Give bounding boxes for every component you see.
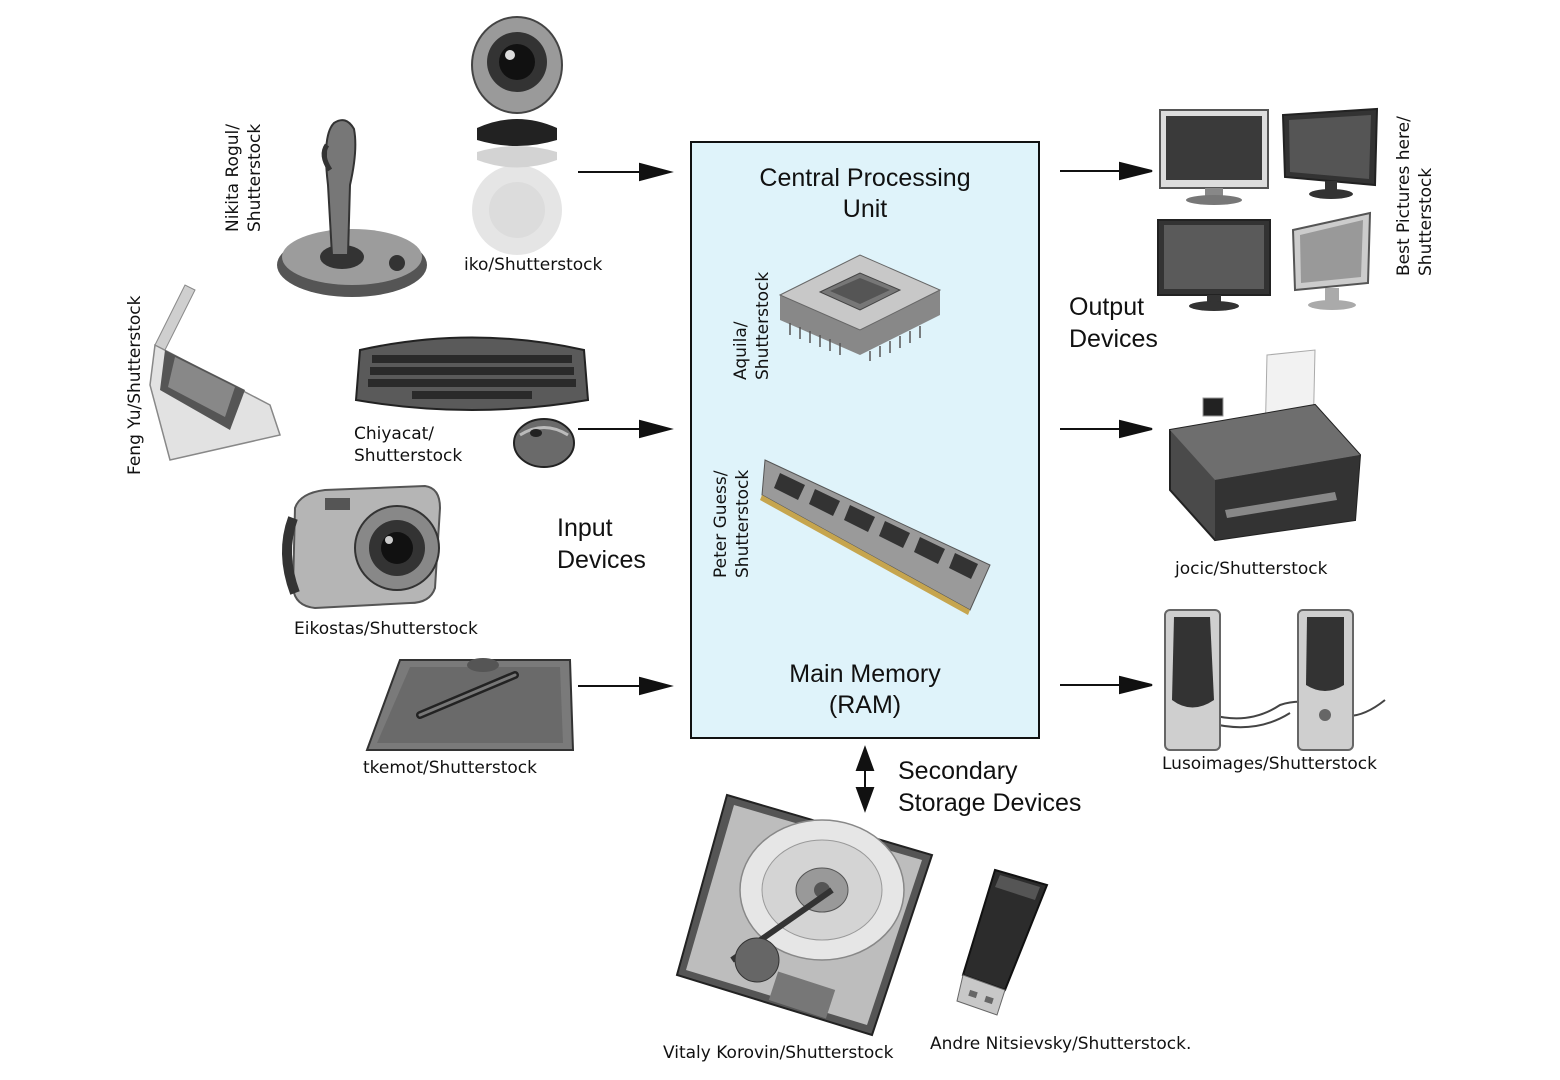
joystick-credit-line2: Shutterstock: [245, 123, 265, 232]
joystick-credit-line1: Nikita Rogul/: [223, 124, 243, 232]
hdd-credit: Vitaly Korovin/Shutterstock: [663, 1043, 894, 1063]
scanner-icon: [149, 284, 281, 461]
monitors-credit-line2: Shutterstock: [1416, 167, 1436, 276]
output-label-line1: Output: [1069, 293, 1145, 321]
ram-credit: Peter Guess/ Shutterstock: [710, 470, 754, 578]
monitor-icon: [1157, 107, 1379, 311]
ram-title: Main Memory (RAM): [692, 659, 1038, 721]
storage-label-line1: Secondary: [898, 757, 1018, 785]
cpu-title-line1: Central Processing: [759, 164, 971, 192]
camera-icon: [281, 484, 442, 610]
output-arrow-top: [1060, 161, 1153, 181]
cpu-chip-icon: [778, 254, 942, 361]
speaker-icon: [1164, 609, 1386, 751]
output-arrow-bottom: [1060, 675, 1153, 695]
camera-credit: Eikostas/Shutterstock: [294, 619, 478, 639]
output-arrow-middle: [1060, 419, 1153, 439]
storage-devices-label: Secondary Storage Devices: [898, 755, 1081, 819]
output-devices-label: Output Devices: [1069, 291, 1158, 355]
keyboard-icon: [354, 336, 590, 411]
printer-credit: jocic/Shutterstock: [1175, 559, 1328, 579]
input-arrow-bottom: [578, 676, 674, 696]
speakers-credit: Lusoimages/Shutterstock: [1162, 754, 1377, 774]
ram-credit-line1: Peter Guess/: [711, 470, 731, 578]
cpu-title: Central Processing Unit: [692, 163, 1038, 225]
ram-module-icon: [760, 459, 991, 615]
input-arrow-top: [578, 162, 674, 182]
keyboard-credit-line1: Chiyacat/: [354, 424, 435, 444]
scanner-credit: Feng Yu/Shutterstock: [125, 295, 145, 475]
webcam-icon: [471, 16, 563, 255]
joystick-credit: Nikita Rogul/ Shutterstock: [222, 124, 266, 232]
output-label-line2: Devices: [1069, 325, 1158, 353]
storage-arrow-bidirectional: [855, 745, 875, 813]
ram-title-line1: Main Memory: [789, 660, 941, 688]
input-arrow-middle: [578, 419, 674, 439]
cpu-credit-line1: Aquila/: [731, 321, 751, 381]
cpu-credit-line2: Shutterstock: [753, 271, 773, 380]
joystick-icon: [277, 119, 427, 297]
keyboard-credit: Chiyacat/ Shutterstock: [354, 423, 462, 467]
hard-drive-icon: [675, 793, 934, 1037]
tablet-credit: tkemot/Shutterstock: [363, 758, 537, 778]
cpu-memory-box: Central Processing Unit Main Memory (RAM…: [690, 141, 1040, 739]
input-label-line1: Input: [557, 514, 613, 542]
printer-icon: [1169, 349, 1362, 542]
tablet-icon: [365, 658, 575, 751]
mouse-icon: [513, 418, 575, 468]
input-devices-label: Input Devices: [557, 512, 646, 576]
webcam-credit: iko/Shutterstock: [464, 255, 603, 275]
storage-label-line2: Storage Devices: [898, 789, 1082, 817]
usb-credit: Andre Nitsievsky/Shutterstock.: [930, 1034, 1192, 1054]
keyboard-credit-line2: Shutterstock: [354, 446, 463, 466]
input-label-line2: Devices: [557, 546, 646, 574]
cpu-title-line2: Unit: [842, 195, 888, 223]
ram-title-line2: (RAM): [828, 691, 902, 719]
ram-credit-line2: Shutterstock: [733, 469, 753, 578]
monitors-credit-line1: Best Pictures here/: [1394, 116, 1414, 276]
cpu-credit: Aquila/ Shutterstock: [730, 272, 774, 380]
usb-drive-icon: [956, 868, 1049, 1016]
monitors-credit: Best Pictures here/ Shutterstock: [1393, 116, 1437, 276]
